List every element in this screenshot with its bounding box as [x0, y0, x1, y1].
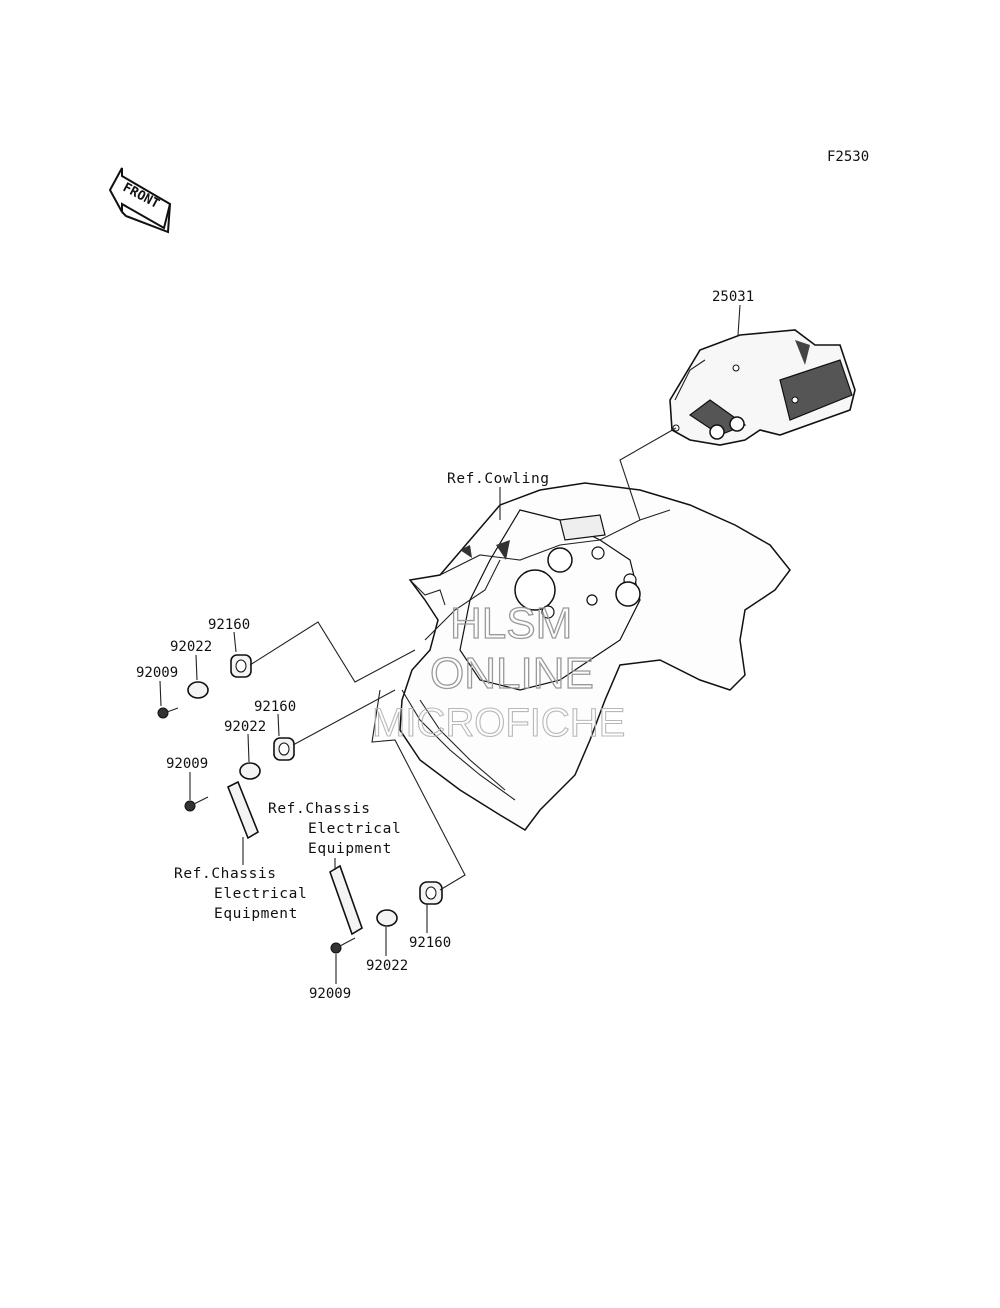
ref-chassis-2-line-1: Ref.Chassis — [268, 801, 371, 817]
grommet-1 — [230, 654, 252, 678]
ref-chassis-1-line-1: Ref.Chassis — [174, 866, 277, 882]
washer-2 — [239, 762, 261, 780]
part-number-washer-3: 92022 — [366, 958, 408, 974]
front-arrow-icon: FRONT — [108, 167, 172, 234]
meter-assembly — [669, 329, 856, 446]
washer-3 — [376, 909, 398, 927]
part-number-grommet-1: 92160 — [208, 617, 250, 633]
part-number-meter: 25031 — [712, 289, 754, 305]
ref-chassis-1-line-2: Electrical — [214, 886, 307, 902]
watermark-line-2: ONLINE — [430, 649, 594, 698]
washer-1 — [187, 681, 209, 699]
screw-3 — [330, 937, 356, 954]
chassis-bracket-1 — [226, 780, 259, 840]
part-number-grommet-2: 92160 — [254, 699, 296, 715]
ref-chassis-1-line-3: Equipment — [214, 906, 298, 922]
screw-2 — [184, 796, 209, 812]
part-number-grommet-3: 92160 — [409, 935, 451, 951]
part-number-screw-1: 92009 — [136, 665, 178, 681]
screw-1 — [157, 707, 179, 719]
part-number-screw-2: 92009 — [166, 756, 208, 772]
grommet-3 — [419, 881, 443, 905]
watermark-line-3: MICROFICHE — [372, 701, 625, 745]
part-number-washer-1: 92022 — [170, 639, 212, 655]
cowling-drawing — [399, 482, 791, 831]
watermark-line-1: HLSM — [450, 599, 572, 648]
figure-code: F2530 — [827, 149, 869, 165]
ref-chassis-2-line-2: Electrical — [308, 821, 401, 837]
part-number-screw-3: 92009 — [309, 986, 351, 1002]
ref-cowling-label: Ref.Cowling — [447, 471, 550, 487]
ref-chassis-2-line-3: Equipment — [308, 841, 392, 857]
grommet-2 — [273, 737, 295, 761]
chassis-bracket-2 — [329, 864, 363, 936]
part-number-washer-2: 92022 — [224, 719, 266, 735]
